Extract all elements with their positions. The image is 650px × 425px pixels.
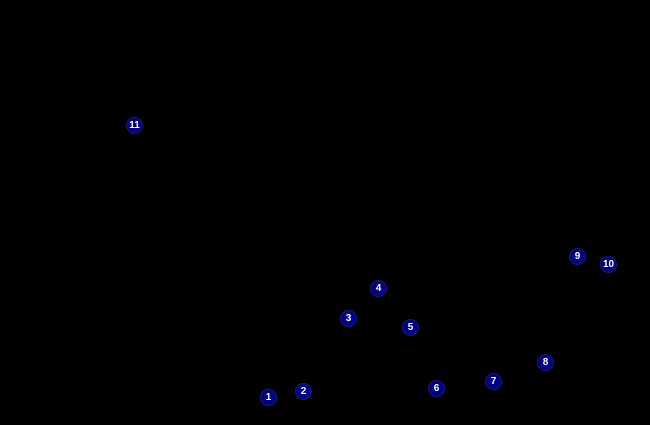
- marker-label: 3: [345, 312, 352, 324]
- marker-label: 6: [433, 382, 440, 394]
- map-marker-7[interactable]: 7: [485, 373, 502, 390]
- map-marker-1[interactable]: 1: [260, 389, 277, 406]
- map-marker-11[interactable]: 11: [126, 117, 143, 134]
- marker-label: 1: [265, 391, 272, 403]
- map-marker-8[interactable]: 8: [537, 354, 554, 371]
- map-marker-4[interactable]: 4: [370, 280, 387, 297]
- marker-label: 8: [542, 356, 549, 368]
- map-marker-9[interactable]: 9: [569, 248, 586, 265]
- marker-label: 5: [407, 321, 414, 333]
- map-marker-10[interactable]: 10: [600, 256, 617, 273]
- marker-label: 9: [574, 250, 581, 262]
- marker-label: 7: [490, 375, 497, 387]
- marker-label: 2: [300, 385, 307, 397]
- map-marker-6[interactable]: 6: [428, 380, 445, 397]
- map-marker-2[interactable]: 2: [295, 383, 312, 400]
- marker-label: 4: [375, 282, 382, 294]
- marker-label: 10: [602, 258, 615, 270]
- marker-label: 11: [129, 119, 140, 131]
- map-marker-3[interactable]: 3: [340, 310, 357, 327]
- map-marker-5[interactable]: 5: [402, 319, 419, 336]
